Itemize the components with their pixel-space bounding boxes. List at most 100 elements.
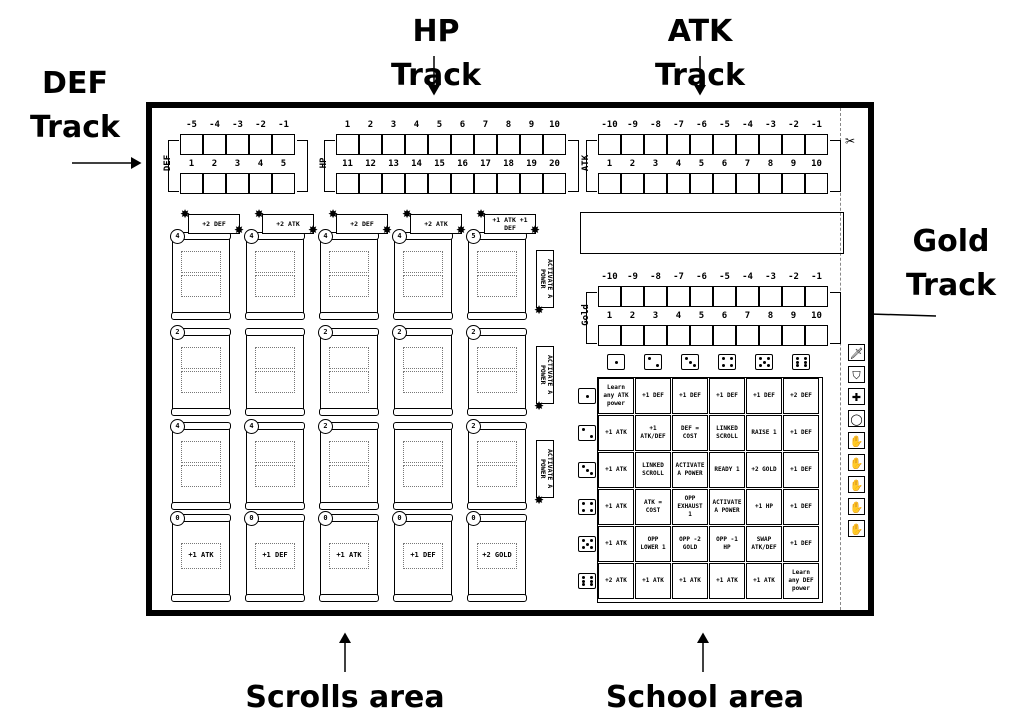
scroll-card[interactable]: 2 bbox=[318, 419, 379, 510]
atk-track-bottom-cell[interactable] bbox=[667, 173, 690, 194]
school-cell[interactable]: +1 ATK bbox=[635, 563, 671, 599]
scroll-card[interactable]: 2 bbox=[170, 325, 231, 416]
atk-track-top-cell[interactable] bbox=[690, 134, 713, 155]
gold-track-top-cell[interactable] bbox=[736, 286, 759, 307]
hp-track-top-cell[interactable] bbox=[359, 134, 382, 155]
def-track-bottom-cell[interactable] bbox=[180, 173, 203, 194]
def-track-bottom-cell[interactable] bbox=[272, 173, 295, 194]
gold-track-bottom-cell[interactable] bbox=[782, 325, 805, 346]
school-cell[interactable]: READY 1 bbox=[709, 452, 745, 488]
scroll-card[interactable]: 2 bbox=[466, 325, 527, 416]
gold-track-bottom-cell[interactable] bbox=[805, 325, 828, 346]
gold-track-top-cell[interactable] bbox=[621, 286, 644, 307]
atk-track-bottom-cell[interactable] bbox=[736, 173, 759, 194]
hp-track-top-cell[interactable] bbox=[474, 134, 497, 155]
school-cell[interactable]: +1 DEF bbox=[783, 452, 819, 488]
atk-track-bottom-cell[interactable] bbox=[644, 173, 667, 194]
gold-track-bottom-cell[interactable] bbox=[667, 325, 690, 346]
school-cell[interactable]: +1 ATK bbox=[598, 526, 634, 562]
atk-track-top-cell[interactable] bbox=[644, 134, 667, 155]
hp-track-bottom-cell[interactable] bbox=[520, 173, 543, 194]
school-cell[interactable]: +1 DEF bbox=[746, 378, 782, 414]
hp-track-top-cell[interactable] bbox=[520, 134, 543, 155]
atk-track-bottom-cell[interactable] bbox=[621, 173, 644, 194]
gold-track-top-cell[interactable] bbox=[667, 286, 690, 307]
school-cell[interactable]: +1 ATK bbox=[598, 489, 634, 525]
atk-track-bottom-cell[interactable] bbox=[805, 173, 828, 194]
atk-track-top-cell[interactable] bbox=[759, 134, 782, 155]
atk-track-top-cell[interactable] bbox=[713, 134, 736, 155]
scroll-card[interactable]: 4 bbox=[244, 419, 305, 510]
gold-track-bottom-cell[interactable] bbox=[736, 325, 759, 346]
hp-track-bottom-cell[interactable] bbox=[382, 173, 405, 194]
gold-track-bottom-cell[interactable] bbox=[644, 325, 667, 346]
hp-track-bottom-cell[interactable] bbox=[336, 173, 359, 194]
school-cell[interactable]: OPP LOWER 1 bbox=[635, 526, 671, 562]
school-cell[interactable]: Learn any DEF power bbox=[783, 563, 819, 599]
scroll-card[interactable]: 2 bbox=[318, 325, 379, 416]
school-cell[interactable]: ACTIVATE A POWER bbox=[709, 489, 745, 525]
gold-track-bottom-cell[interactable] bbox=[598, 325, 621, 346]
gold-track-bottom-cell[interactable] bbox=[759, 325, 782, 346]
school-cell[interactable]: SWAP ATK/DEF bbox=[746, 526, 782, 562]
atk-track-top-cell[interactable] bbox=[805, 134, 828, 155]
school-cell[interactable]: +2 GOLD bbox=[746, 452, 782, 488]
school-cell[interactable]: +1 ATK bbox=[598, 415, 634, 451]
school-cell[interactable]: ATK = COST bbox=[635, 489, 671, 525]
school-cell[interactable]: LINKED SCROLL bbox=[635, 452, 671, 488]
school-cell[interactable]: +1 ATK/DEF bbox=[635, 415, 671, 451]
atk-track-top-cell[interactable] bbox=[736, 134, 759, 155]
scroll-card[interactable]: 4 bbox=[170, 419, 231, 510]
atk-track-bottom-cell[interactable] bbox=[713, 173, 736, 194]
school-cell[interactable]: +1 ATK bbox=[672, 563, 708, 599]
atk-track-top-cell[interactable] bbox=[598, 134, 621, 155]
hp-track-top-cell[interactable] bbox=[382, 134, 405, 155]
hp-track-top-cell[interactable] bbox=[405, 134, 428, 155]
school-cell[interactable]: +2 ATK bbox=[598, 563, 634, 599]
gold-track-bottom-cell[interactable] bbox=[713, 325, 736, 346]
school-cell[interactable]: OPP -1 HP bbox=[709, 526, 745, 562]
hp-track-bottom-cell[interactable] bbox=[543, 173, 566, 194]
hp-track-top-cell[interactable] bbox=[451, 134, 474, 155]
hp-track-top-cell[interactable] bbox=[543, 134, 566, 155]
school-cell[interactable]: OPP -2 GOLD bbox=[672, 526, 708, 562]
atk-track-bottom-cell[interactable] bbox=[690, 173, 713, 194]
hp-track-bottom-cell[interactable] bbox=[405, 173, 428, 194]
atk-track-bottom-cell[interactable] bbox=[598, 173, 621, 194]
hp-track-bottom-cell[interactable] bbox=[497, 173, 520, 194]
def-track-bottom-cell[interactable] bbox=[249, 173, 272, 194]
def-track-top-cell[interactable] bbox=[180, 134, 203, 155]
scroll-card[interactable] bbox=[393, 422, 453, 510]
school-cell[interactable]: +1 HP bbox=[746, 489, 782, 525]
hp-track-bottom-cell[interactable] bbox=[359, 173, 382, 194]
hp-track-top-cell[interactable] bbox=[497, 134, 520, 155]
atk-track-bottom-cell[interactable] bbox=[782, 173, 805, 194]
school-cell[interactable]: LINKED SCROLL bbox=[709, 415, 745, 451]
school-cell[interactable]: DEF = COST bbox=[672, 415, 708, 451]
scroll-card[interactable]: 4 bbox=[244, 229, 305, 320]
hp-track-top-cell[interactable] bbox=[428, 134, 451, 155]
hp-track-bottom-cell[interactable] bbox=[428, 173, 451, 194]
def-track-top-cell[interactable] bbox=[203, 134, 226, 155]
school-cell[interactable]: +1 ATK bbox=[598, 452, 634, 488]
hp-track-bottom-cell[interactable] bbox=[451, 173, 474, 194]
gold-track-top-cell[interactable] bbox=[713, 286, 736, 307]
hp-track-top-cell[interactable] bbox=[336, 134, 359, 155]
atk-track-top-cell[interactable] bbox=[782, 134, 805, 155]
atk-track-top-cell[interactable] bbox=[621, 134, 644, 155]
def-track-top-cell[interactable] bbox=[272, 134, 295, 155]
atk-track-bottom-cell[interactable] bbox=[759, 173, 782, 194]
scroll-card[interactable]: 4 bbox=[170, 229, 231, 320]
def-track-top-cell[interactable] bbox=[249, 134, 272, 155]
school-cell[interactable]: Learn any ATK power bbox=[598, 378, 634, 414]
school-cell[interactable]: +1 DEF bbox=[783, 489, 819, 525]
school-cell[interactable]: +1 DEF bbox=[783, 415, 819, 451]
school-cell[interactable]: +2 DEF bbox=[783, 378, 819, 414]
def-track-bottom-cell[interactable] bbox=[226, 173, 249, 194]
gold-track-top-cell[interactable] bbox=[690, 286, 713, 307]
